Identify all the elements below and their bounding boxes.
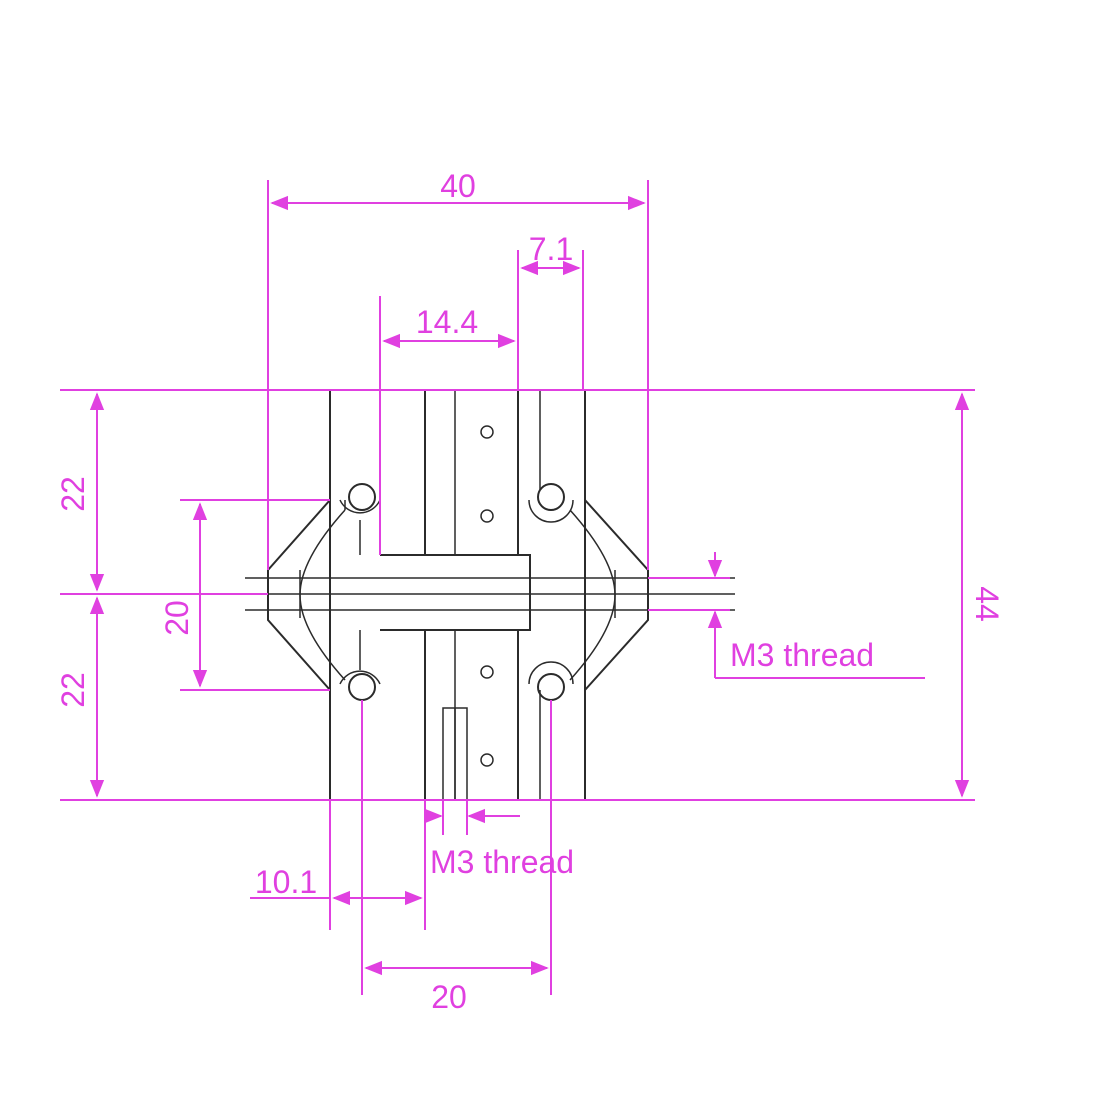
- label-overall-width: 40: [440, 168, 476, 204]
- label-hole-spacing-vertical: 20: [159, 600, 195, 636]
- left-flange: [267, 499, 331, 691]
- dimension-labels: 40 7.1 14.4 22 22 20 44 10.1 20 M3 threa…: [55, 168, 1005, 1015]
- part-outline: [245, 389, 735, 801]
- label-slot-offset: 7.1: [529, 231, 573, 267]
- dimension-lines: [60, 180, 975, 995]
- center-hub: [380, 554, 531, 631]
- label-side-thread: M3 thread: [730, 637, 874, 673]
- label-left-offset: 10.1: [255, 864, 317, 900]
- main-body: [329, 389, 586, 801]
- label-overall-height: 44: [969, 586, 1005, 622]
- clamp-holes: [339, 483, 574, 701]
- label-lower-height: 22: [55, 672, 91, 708]
- label-bottom-thread: M3 thread: [430, 844, 574, 880]
- right-flange: [584, 499, 649, 691]
- screw-holes: [480, 425, 494, 767]
- label-center-offset: 14.4: [416, 304, 478, 340]
- label-upper-height: 22: [55, 476, 91, 512]
- label-hole-spacing-horizontal: 20: [431, 979, 467, 1015]
